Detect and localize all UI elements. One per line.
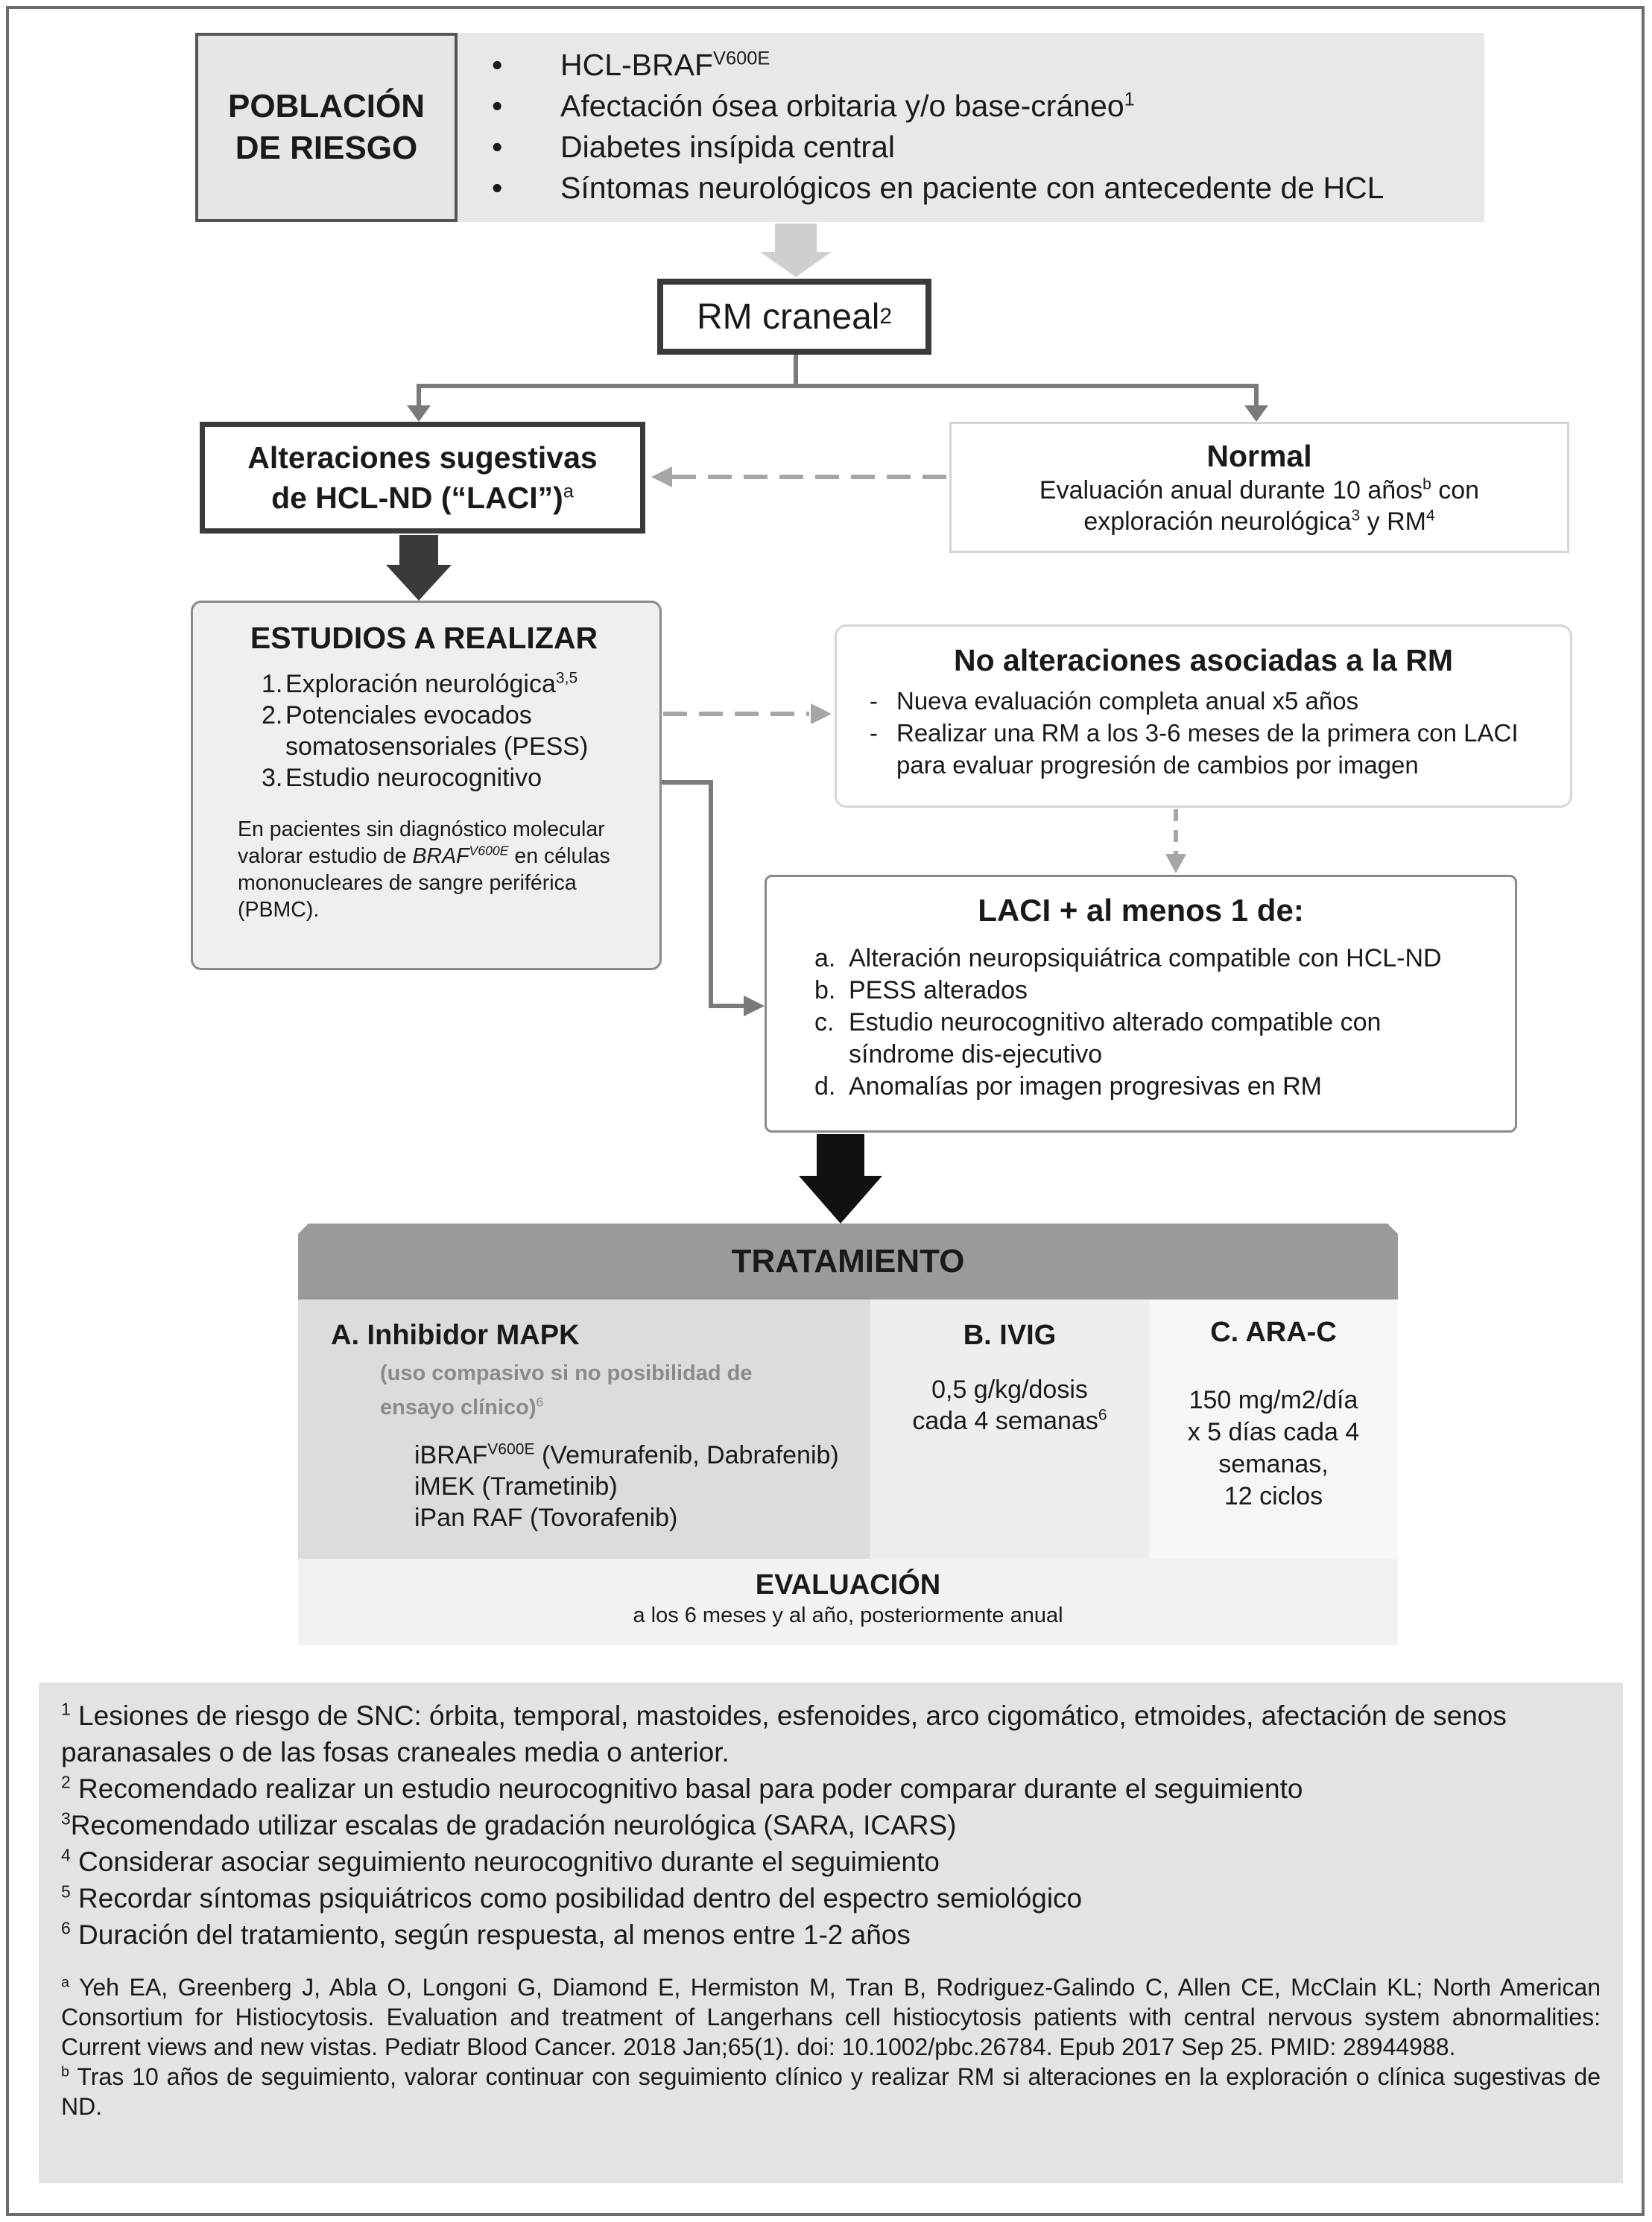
footnote: 4 Considerar asociar seguimiento neuroco… bbox=[61, 1845, 940, 1877]
arrow-alt-to-estudios bbox=[386, 535, 452, 601]
footnote: 6 Duración del tratamiento, según respue… bbox=[61, 1918, 911, 1950]
population-label: POBLACIÓN DE RIESGO bbox=[195, 33, 458, 222]
normal-title: Normal bbox=[1206, 439, 1312, 473]
population-criteria-list: HCL-BRAFV600E Afectación ósea orbitaria … bbox=[458, 33, 1484, 222]
laci-box: LACI + al menos 1 de: a.Alteración neuro… bbox=[765, 875, 1517, 1133]
laci-item: b.PESS alterados bbox=[814, 976, 1028, 1004]
no-alteraciones-item: -Nueva evaluación completa anual x5 años bbox=[870, 687, 1359, 715]
tratamiento-header: TRATAMIENTO bbox=[298, 1224, 1398, 1300]
estudios-item: 1.Exploración neurológica3,5 bbox=[262, 669, 578, 698]
footnote: 1 Lesiones de riesgo de SNC: órbita, tem… bbox=[61, 1699, 1507, 1767]
no-alteraciones-box: No alteraciones asociadas a la RM -Nueva… bbox=[835, 624, 1572, 808]
connector-estudios-to-laci bbox=[662, 780, 745, 1008]
laci-title: LACI + al menos 1 de: bbox=[978, 893, 1304, 928]
arrowhead-right bbox=[1244, 405, 1268, 422]
criteria-item: HCL-BRAFV600E bbox=[480, 45, 1484, 86]
footnote: 5 Recordar síntomas psiquiátricos como p… bbox=[61, 1881, 1083, 1914]
arrowhead-normal-to-alt bbox=[651, 466, 672, 487]
normal-line2: exploración neurológica3 y RM4 bbox=[1083, 507, 1435, 536]
figure-frame bbox=[6, 6, 1645, 2216]
references: a Yeh EA, Greenberg J, Abla O, Longoni G… bbox=[61, 1972, 1623, 2121]
laci-item: a.Alteración neuropsiquiátrica compatibl… bbox=[814, 944, 1442, 972]
rm-craneal-label: RM craneal bbox=[697, 297, 880, 337]
no-alteraciones-title: No alteraciones asociadas a la RM bbox=[954, 643, 1453, 677]
tratamiento-option-a: A. Inhibidor MAPK (uso compasivo si no p… bbox=[298, 1300, 870, 1559]
criteria-item: Síntomas neurológicos en paciente con an… bbox=[480, 168, 1484, 209]
criteria-item: Diabetes insípida central bbox=[480, 127, 1484, 168]
evaluacion-box: EVALUACIÓN a los 6 meses y al año, poste… bbox=[298, 1559, 1398, 1645]
arrowhead-estudios-to-noalt bbox=[811, 703, 832, 724]
arrow-laci-to-treatment bbox=[799, 1134, 882, 1224]
normal-line1: Evaluación anual durante 10 añosb con bbox=[1039, 475, 1480, 504]
population-label-line2: DE RIESGO bbox=[235, 130, 418, 166]
estudios-note: En pacientes sin diagnóstico molecular v… bbox=[238, 817, 610, 922]
no-alteraciones-item: -Realizar una RM a los 3-6 meses de la p… bbox=[870, 719, 1519, 779]
tratamiento-title: TRATAMIENTO bbox=[731, 1243, 965, 1279]
evaluacion-title: EVALUACIÓN bbox=[755, 1569, 941, 1601]
footnote: 3Recomendado utilizar escalas de gradaci… bbox=[61, 1808, 957, 1840]
drug-ipanraf: iPan RAF (Tovorafenib) bbox=[414, 1504, 678, 1532]
laci-item: c.Estudio neurocognitivo alterado compat… bbox=[814, 1008, 1382, 1069]
estudios-box: ESTUDIOS A REALIZAR 1.Exploración neurol… bbox=[191, 601, 662, 970]
arrowhead-estudios-to-laci bbox=[744, 996, 765, 1016]
estudios-item: 2.Potenciales evocados somatosensoriales… bbox=[262, 701, 589, 761]
alteraciones-line1: Alteraciones sugestivas bbox=[247, 440, 598, 475]
option-b-title: B. IVIG bbox=[963, 1320, 1057, 1351]
alteraciones-box: Alteraciones sugestivas de HCL-ND (“LACI… bbox=[200, 422, 645, 534]
option-c-title: C. ARA-C bbox=[1210, 1317, 1337, 1348]
estudios-title: ESTUDIOS A REALIZAR bbox=[250, 621, 598, 655]
option-a-drugs: iBRAFV600E (Vemurafenib, Dabrafenib) iME… bbox=[331, 1440, 870, 1533]
drug-imek: iMEK (Trametinib) bbox=[414, 1472, 618, 1501]
reference-a: a Yeh EA, Greenberg J, Abla O, Longoni G… bbox=[61, 1974, 1601, 2060]
population-label-line1: POBLACIÓN bbox=[228, 88, 425, 124]
arrowhead-noalt-to-laci bbox=[1165, 854, 1186, 873]
laci-item: d.Anomalías por imagen progresivas en RM bbox=[814, 1072, 1322, 1101]
reference-b: b Tras 10 años de seguimiento, valorar c… bbox=[61, 2063, 1601, 2120]
arrowhead-left bbox=[407, 405, 431, 422]
option-a-title: A. Inhibidor MAPK bbox=[331, 1320, 580, 1351]
estudios-item: 3.Estudio neurocognitivo bbox=[262, 764, 542, 792]
alteraciones-line2: de HCL-ND (“LACI”)a bbox=[271, 481, 574, 515]
drug-ibraf: iBRAFV600E (Vemurafenib, Dabrafenib) bbox=[414, 1440, 839, 1469]
arrow-risk-to-rm bbox=[760, 224, 832, 277]
criteria-item: Afectación ósea orbitaria y/o base-cráne… bbox=[480, 86, 1484, 127]
footnote: 2 Recomendado realizar un estudio neuroc… bbox=[61, 1772, 1303, 1804]
evaluacion-subtitle: a los 6 meses y al año, posteriormente a… bbox=[633, 1604, 1063, 1627]
footnotes-panel: 1 Lesiones de riesgo de SNC: órbita, tem… bbox=[39, 1683, 1623, 2183]
normal-box: Normal Evaluación anual durante 10 añosb… bbox=[949, 422, 1569, 553]
